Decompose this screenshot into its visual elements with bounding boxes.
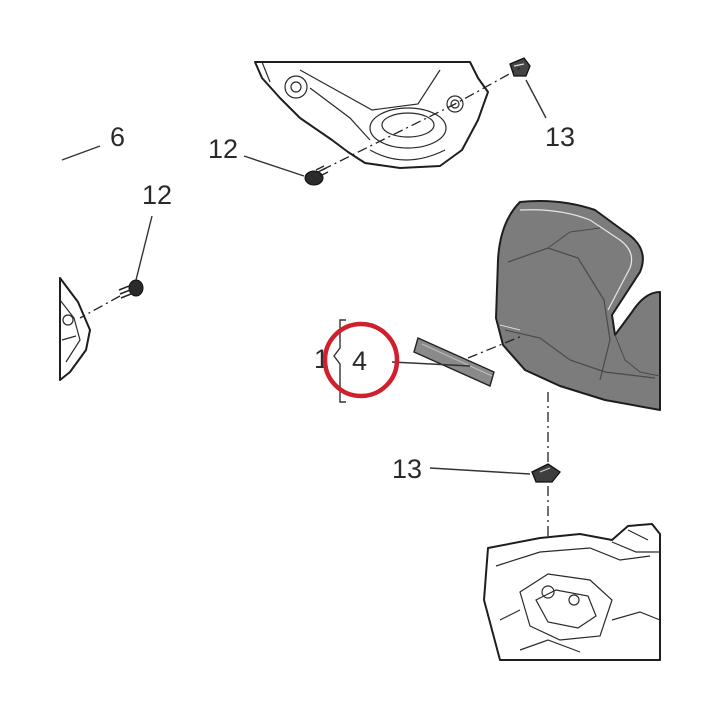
callout-4: 4 <box>352 346 367 376</box>
callout-6: 6 <box>110 122 125 152</box>
clip-nut-middle <box>531 463 561 483</box>
axis-line-top <box>321 67 521 171</box>
adhesive-strip-part <box>413 337 495 387</box>
leader-6 <box>61 145 101 161</box>
axis-line-strip <box>467 335 523 359</box>
highlight-circle <box>322 321 400 399</box>
leader-4 <box>391 361 471 367</box>
callout-12-top: 12 <box>208 134 238 164</box>
left-side-part <box>59 277 91 381</box>
axis-line-left <box>79 295 121 319</box>
callout-12-left: 12 <box>142 180 172 210</box>
leader-12-left <box>135 215 153 281</box>
screw-top <box>304 165 329 186</box>
top-bracket-part <box>254 61 489 169</box>
screw-left <box>118 279 144 299</box>
callout-13-mid: 13 <box>392 454 422 484</box>
callout-13-top: 13 <box>545 122 575 152</box>
clip-nut-top <box>509 57 531 77</box>
leader-13-top <box>525 79 547 119</box>
leader-12-top <box>243 155 305 177</box>
gray-shell-part <box>495 200 661 411</box>
leader-13-mid <box>429 467 531 475</box>
bottom-frame-part <box>483 523 661 661</box>
brace-group-1 <box>333 319 346 403</box>
